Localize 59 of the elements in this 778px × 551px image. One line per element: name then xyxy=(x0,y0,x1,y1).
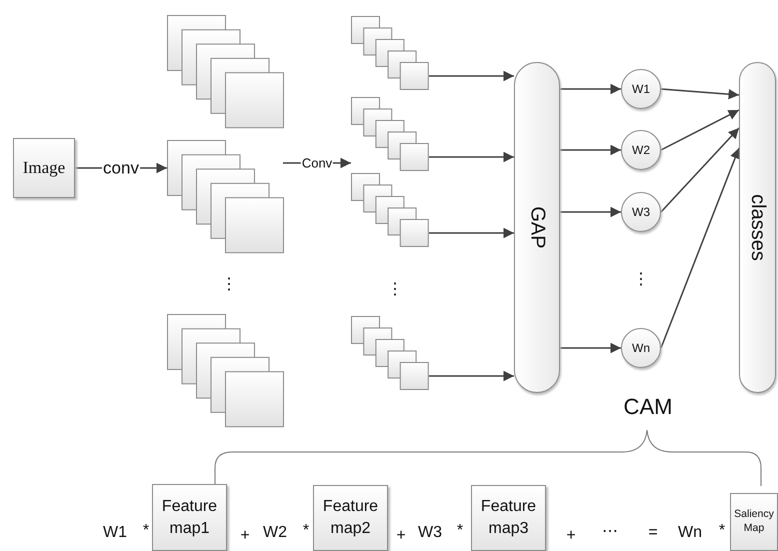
edge-label: Conv xyxy=(300,156,334,170)
feature-map-stack xyxy=(351,173,429,247)
node-label: Feature map1 xyxy=(160,496,218,538)
feature-map-stack xyxy=(351,316,429,389)
process-box xyxy=(152,484,227,551)
arrow xyxy=(560,144,621,156)
formula-term: + xyxy=(566,528,576,544)
formula-term: Wn xyxy=(678,525,702,541)
layer-bar xyxy=(739,62,776,393)
arrow xyxy=(560,84,621,94)
formula-term: ⋮ xyxy=(221,277,237,293)
process-box xyxy=(730,493,778,551)
arrow xyxy=(429,70,514,82)
arrow xyxy=(429,152,514,162)
process-box xyxy=(471,485,546,551)
node-label: Feature map2 xyxy=(322,497,380,539)
feature-map-stack xyxy=(351,97,429,170)
process-box xyxy=(13,138,75,198)
feature-map-stack xyxy=(351,16,429,90)
layer-bar xyxy=(514,62,560,393)
weight-circle xyxy=(621,328,661,368)
node-label: W1 xyxy=(632,82,650,96)
node-label: Feature map3 xyxy=(480,497,538,539)
arrow xyxy=(560,206,621,218)
formula-term: W3 xyxy=(418,525,442,541)
node-label: W2 xyxy=(632,143,650,157)
weight-circle xyxy=(621,192,661,232)
formula-term: * xyxy=(718,523,726,539)
formula-term: W1 xyxy=(103,525,127,541)
arrow xyxy=(660,127,740,213)
feature-map-stack xyxy=(167,140,283,253)
arrow xyxy=(429,228,514,238)
node-label: classes xyxy=(746,194,769,261)
formula-term: * xyxy=(142,523,150,539)
formula-term: + xyxy=(396,528,406,544)
node-label: GAP xyxy=(526,206,548,249)
weight-circle xyxy=(621,130,661,170)
formula-term: + xyxy=(240,528,250,544)
formula-term: ⋮ xyxy=(387,282,403,298)
formula-term: W2 xyxy=(263,525,287,541)
node-label: Image xyxy=(22,158,66,178)
arrow xyxy=(660,148,740,348)
arrow xyxy=(660,109,740,151)
arrow xyxy=(560,342,621,354)
feature-map-stack xyxy=(167,15,283,127)
node-label: Saliency Map xyxy=(733,508,775,536)
formula-term: * xyxy=(302,523,310,539)
formula-term: ⋮ xyxy=(633,272,649,288)
feature-map-stack xyxy=(167,314,283,428)
weight-circle xyxy=(621,69,661,109)
arrow xyxy=(429,370,514,382)
section-label: CAM xyxy=(624,396,672,418)
formula-term: ⋯ xyxy=(602,524,618,540)
formula-term: * xyxy=(456,523,464,539)
node-label: W3 xyxy=(632,205,650,219)
formula-term: = xyxy=(648,525,658,541)
arrow xyxy=(660,88,740,100)
process-box xyxy=(313,485,388,551)
node-label: Wn xyxy=(632,341,650,355)
